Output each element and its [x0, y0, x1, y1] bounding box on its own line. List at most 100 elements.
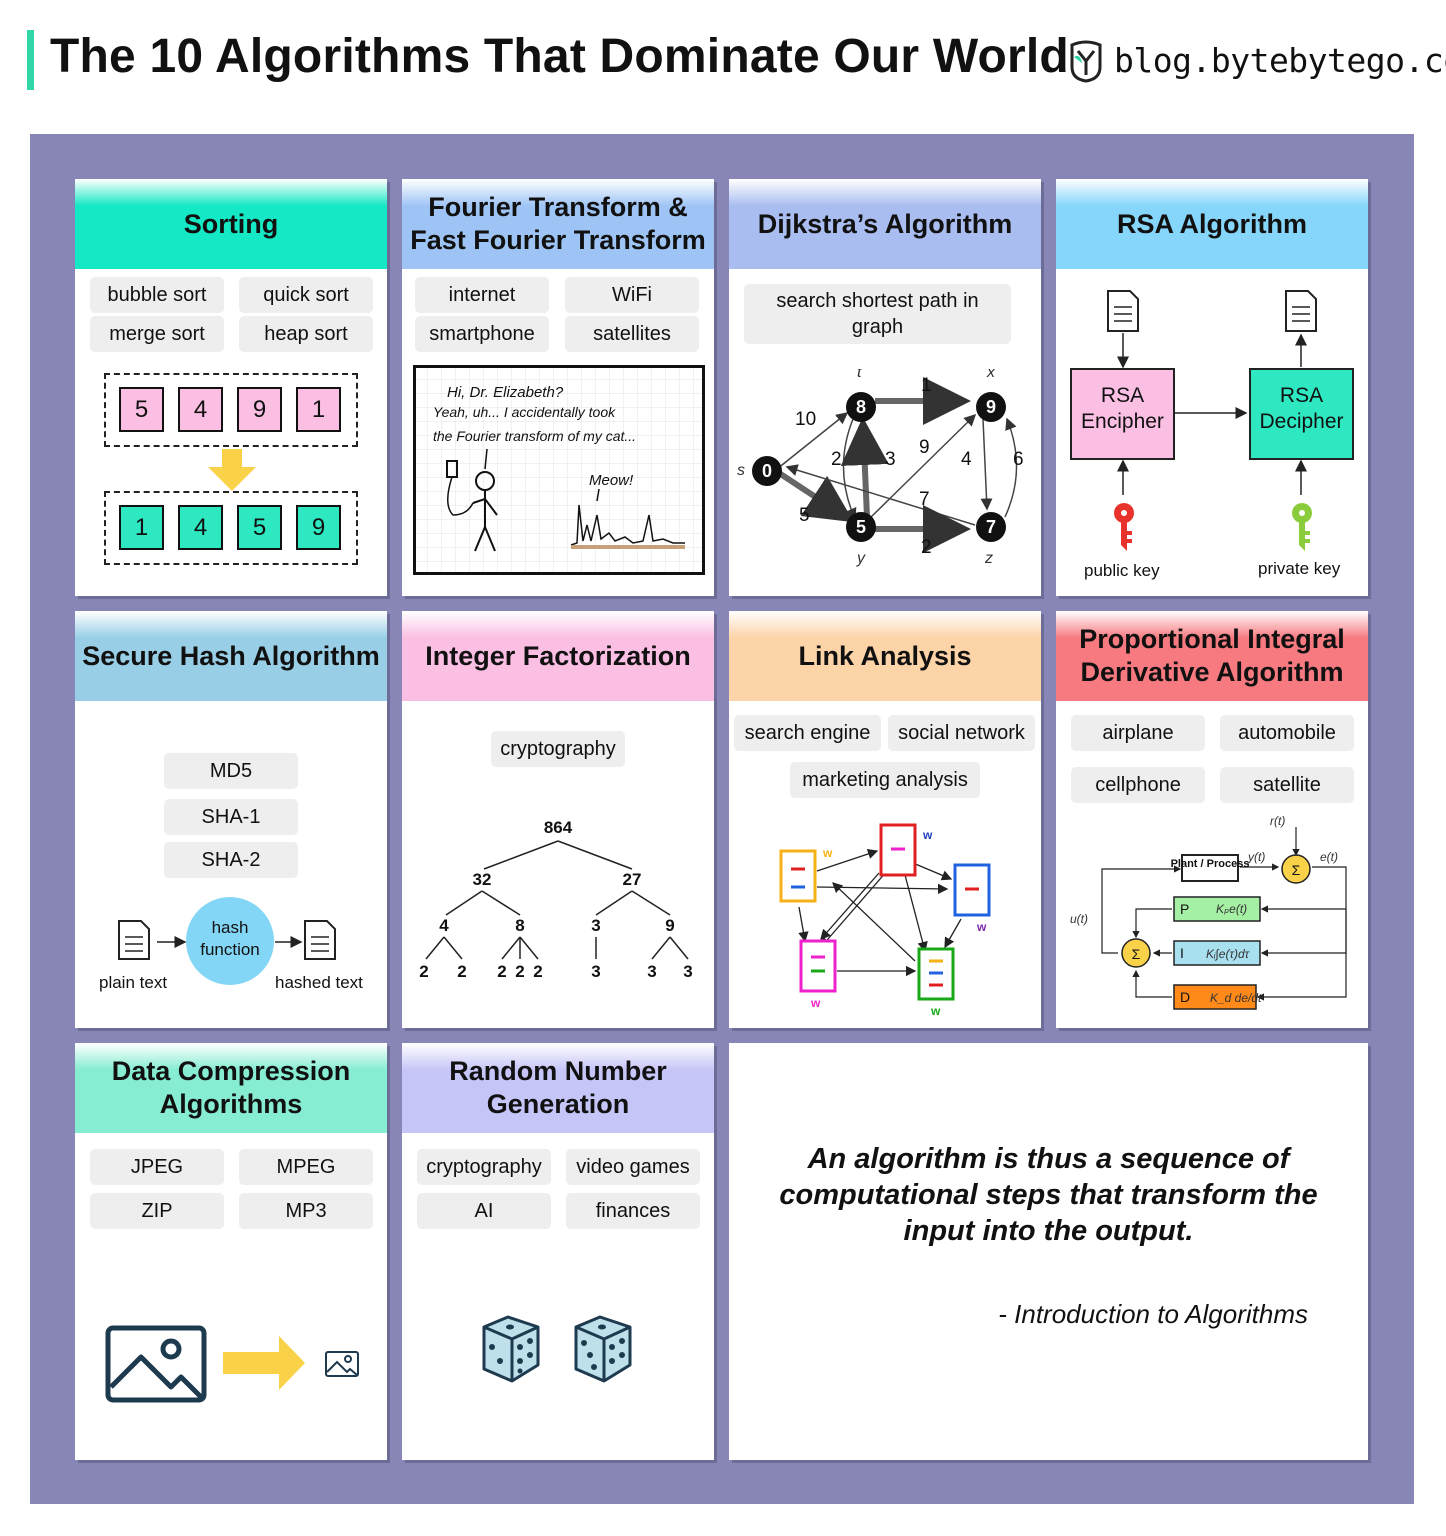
svg-text:Kₚe(t): Kₚe(t) [1216, 902, 1247, 916]
plain-text-document-icon [118, 920, 150, 960]
card-random-body: cryptography video games AI finances [402, 1133, 714, 1460]
card-compression-title: Data Compression Algorithms [75, 1043, 387, 1133]
tag-sha-2: SHA-2 [164, 842, 298, 878]
tag-smartphone: smartphone [415, 316, 549, 352]
card-link: Link Analysis search engine social netwo… [729, 611, 1041, 1028]
tag-zip: ZIP [90, 1193, 224, 1229]
rsa-diagram [1070, 290, 1354, 551]
summing-junction-icon: Σ [1132, 946, 1141, 962]
down-arrow-icon [208, 449, 256, 491]
page-node [779, 823, 991, 1001]
unsorted-item: 1 [296, 387, 341, 432]
signal-u: u(t) [1070, 912, 1088, 926]
node-id: z [984, 550, 993, 567]
card-compression: Data Compression Algorithms JPEG MPEG ZI… [75, 1043, 387, 1460]
node-id: x [986, 369, 996, 381]
quote-text: An algorithm is thus a sequence of compu… [779, 1143, 1318, 1247]
unsorted-item: 5 [119, 387, 164, 432]
card-link-title: Link Analysis [729, 611, 1041, 701]
edge-weight: 2 [831, 449, 842, 470]
node-label: w [930, 1004, 941, 1018]
pid-p-label: P [1180, 901, 1189, 917]
tree-leaf: 2 [515, 962, 524, 981]
node-label: w [822, 846, 833, 860]
svg-text:K_d de/dt: K_d de/dt [1210, 991, 1262, 1005]
node-id: s [737, 462, 745, 479]
card-fourier: Fourier Transform & Fast Fourier Transfo… [402, 179, 714, 596]
plant-label: Plant / Process [1171, 858, 1250, 870]
hashed-text-document-icon [304, 920, 336, 960]
tag-jpeg: JPEG [90, 1149, 224, 1185]
tree-leaf: 2 [457, 962, 466, 981]
tree-leaf: 2 [533, 962, 542, 981]
hash-function-label: hash function [200, 918, 260, 959]
right-arrow-icon [223, 1336, 305, 1390]
card-dijkstra-body: search shortest path in graph [729, 269, 1041, 596]
edge-weight: 6 [1013, 449, 1024, 470]
graph-node-x: 9 [986, 397, 996, 417]
svg-text:Kᵢ∫e(τ)dτ: Kᵢ∫e(τ)dτ [1206, 947, 1251, 961]
tag-merge-sort: merge sort [90, 316, 224, 352]
comic-line-3: the Fourier transform of my cat... [433, 428, 636, 444]
card-dijkstra-title: Dijkstra’s Algorithm [729, 179, 1041, 269]
brand[interactable]: blog.bytebytego.com [1068, 36, 1446, 84]
edge-weight: 3 [885, 449, 896, 470]
algorithms-board: Sorting bubble sort quick sort merge sor… [30, 134, 1414, 1504]
comic-line-1: Hi, Dr. Elizabeth? [447, 384, 564, 401]
card-dijkstra: Dijkstra’s Algorithm search shortest pat… [729, 179, 1041, 596]
tag-satellite: satellite [1220, 767, 1354, 803]
tag-cryptography: cryptography [491, 731, 625, 767]
signal-e: e(t) [1320, 850, 1338, 864]
card-random-title: Random Number Generation [402, 1043, 714, 1133]
bytebytego-logo-icon [1070, 40, 1102, 83]
link-graph: w w w w w [779, 823, 991, 1018]
tag-heap-sort: heap sort [239, 316, 373, 352]
card-sha: Secure Hash Algorithm MD5 SHA-1 SHA-2 [75, 611, 387, 1028]
summing-junction-icon: Σ [1292, 862, 1301, 878]
page-title: The 10 Algorithms That Dominate Our Worl… [50, 30, 1069, 83]
graph-node-s: 0 [762, 461, 772, 481]
public-key-icon [1114, 503, 1134, 551]
signal-y: y(t) [1247, 850, 1265, 864]
document-icon [1107, 290, 1317, 332]
edge-weight: 4 [961, 449, 972, 470]
card-integer-title: Integer Factorization [402, 611, 714, 701]
public-key-label: public key [1084, 561, 1160, 580]
card-pid-body: airplane automobile cellphone satellite [1056, 701, 1368, 1028]
dice-icon [574, 1315, 632, 1383]
tag-ai: AI [417, 1193, 551, 1229]
tag-shortest-path: search shortest path in graph [744, 284, 1011, 344]
tag-marketing-analysis: marketing analysis [790, 762, 980, 798]
tag-bubble-sort: bubble sort [90, 277, 224, 313]
card-rsa-title: RSA Algorithm [1056, 179, 1368, 269]
tree-node: 4 [439, 916, 449, 935]
edge-weight: 5 [799, 505, 810, 526]
graph-node-z: 7 [986, 517, 996, 537]
tag-satellites: satellites [565, 316, 699, 352]
card-sorting-body: bubble sort quick sort merge sort heap s… [75, 269, 387, 596]
factor-tree: 864 32 27 4 8 3 9 2 2 2 2 2 3 3 3 [419, 818, 692, 981]
graph-node-t: 8 [856, 397, 866, 417]
card-sorting-title: Sorting [75, 179, 387, 269]
small-image-icon [325, 1351, 359, 1377]
signal-r: r(t) [1270, 814, 1285, 828]
private-key-label: private key [1258, 559, 1341, 578]
card-fourier-title: Fourier Transform & Fast Fourier Transfo… [402, 179, 714, 269]
tree-leaf: 3 [683, 962, 692, 981]
card-fourier-body: internet WiFi smartphone satellites Hi, … [402, 269, 714, 596]
card-sha-body: MD5 SHA-1 SHA-2 [75, 701, 387, 1028]
pid-d-label: D [1180, 989, 1190, 1005]
rsa-decipher-label: RSA Decipher [1259, 384, 1344, 433]
tag-md5: MD5 [164, 753, 298, 789]
dice-icon [482, 1315, 540, 1383]
tree-node: 3 [591, 916, 600, 935]
tag-wifi: WiFi [565, 277, 699, 313]
node-label: w [810, 996, 821, 1010]
tag-video-games: video games [566, 1149, 700, 1185]
tag-internet: internet [415, 277, 549, 313]
tag-mpeg: MPEG [239, 1149, 373, 1185]
hash-flow [118, 897, 336, 985]
tag-sha-1: SHA-1 [164, 799, 298, 835]
card-pid: Proportional Integral Derivative Algorit… [1056, 611, 1368, 1028]
card-integer: Integer Factorization cryptography 864 3… [402, 611, 714, 1028]
